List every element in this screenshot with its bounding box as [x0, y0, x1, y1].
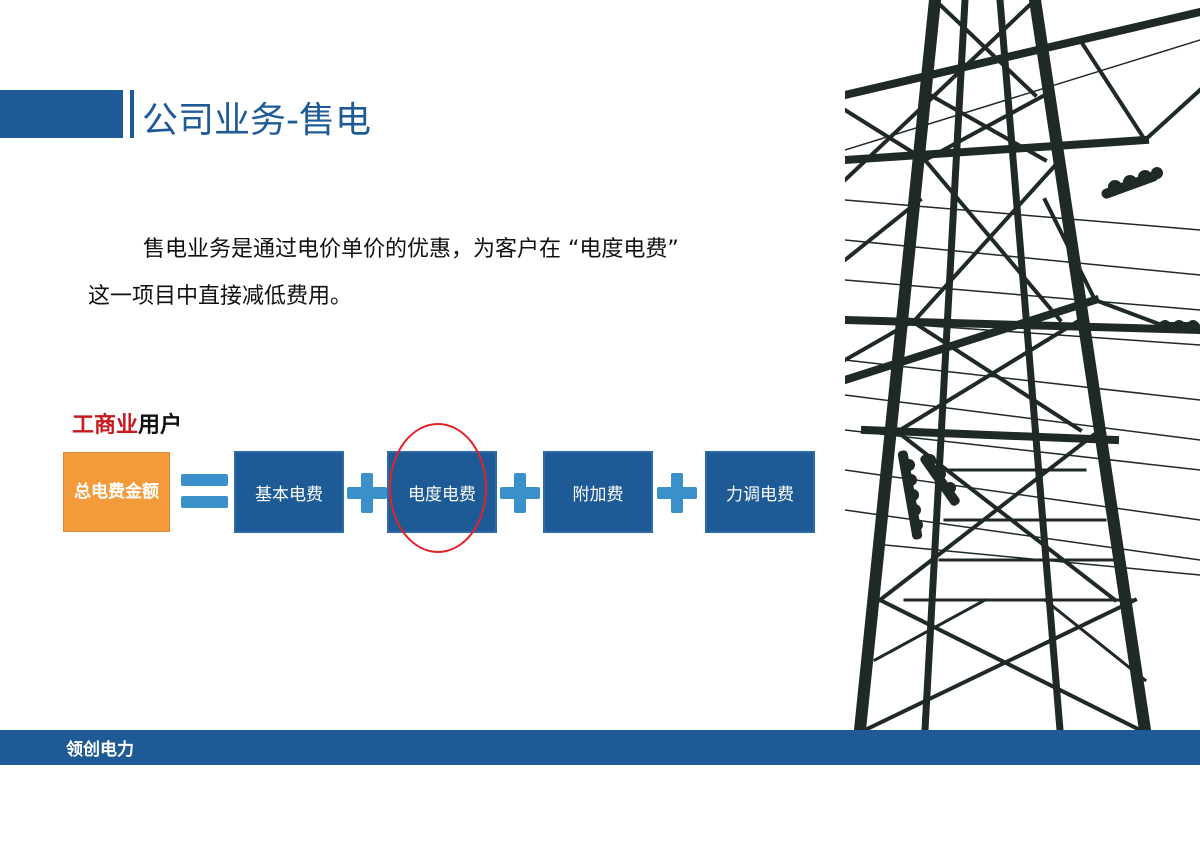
page-title: 公司业务-售电 [142, 100, 371, 141]
user-type-highlight: 工商业 [72, 413, 139, 438]
intro-line-1: 售电业务是通过电价单价的优惠，为客户在 “电度电费” [143, 237, 679, 262]
basic-fee-box: 基本电费 [234, 451, 344, 533]
plus-icon [347, 473, 387, 513]
surcharge-box: 附加费 [543, 451, 653, 533]
plus-icon [500, 473, 540, 513]
highlight-circle [389, 423, 487, 553]
intro-line-2: 这一项目中直接减低费用。 [88, 284, 353, 309]
intro-paragraph: 售电业务是通过电价单价的优惠，为客户在 “电度电费” 这一项目中直接减低费用。 [88, 226, 788, 320]
power-tower-illustration [845, 0, 1200, 730]
user-type-rest: 用户 [138, 413, 183, 438]
power-factor-fee-box: 力调电费 [705, 451, 815, 533]
footer-company-name: 领创电力 [66, 740, 134, 760]
total-fee-box: 总电费金额 [63, 452, 170, 532]
plus-icon [657, 473, 697, 513]
title-accent-stripe [130, 90, 134, 138]
equals-icon [181, 474, 228, 510]
title-accent-bar [0, 90, 130, 138]
footer-bar [0, 730, 1200, 765]
user-type-label: 工商业用户 [72, 407, 182, 439]
title-accent-gap [123, 90, 130, 138]
